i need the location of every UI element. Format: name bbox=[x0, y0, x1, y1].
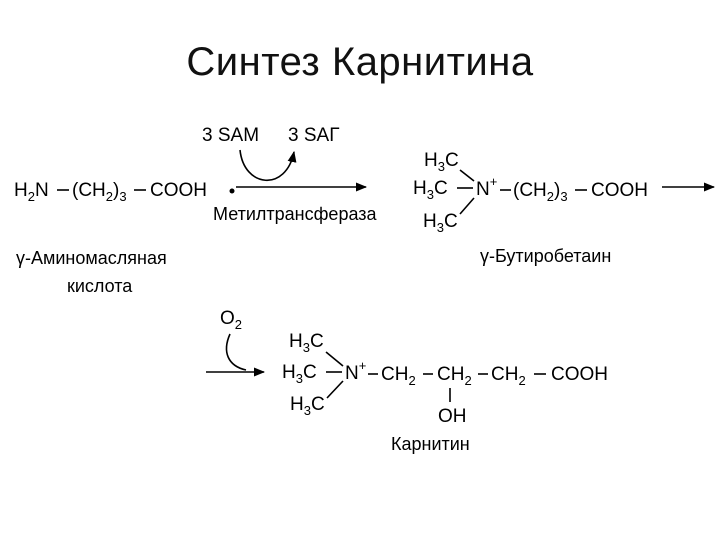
curved-arrow bbox=[239, 149, 297, 182]
reagent-sam: 3 SAM bbox=[202, 125, 259, 146]
svg-text:CH2: CH2 bbox=[437, 364, 472, 388]
reaction-arrow-1: 3 SAM 3 SAГ Метилтрансфераза bbox=[202, 125, 378, 224]
reaction-arrow-2: O2 bbox=[206, 308, 266, 377]
intermediate-name: γ-Бутиробетаин bbox=[480, 246, 611, 266]
svg-text:H3C: H3C bbox=[423, 211, 458, 235]
bond bbox=[459, 169, 475, 182]
svg-text:N+: N+ bbox=[345, 358, 366, 384]
svg-text:H2N: H2N bbox=[14, 180, 49, 204]
svg-text:(CH2)3: (CH2)3 bbox=[513, 180, 568, 204]
bond bbox=[326, 380, 344, 399]
reagent-sag: 3 SAГ bbox=[288, 125, 339, 146]
svg-text:H3C: H3C bbox=[289, 331, 324, 355]
substrate-name-line2: кислота bbox=[67, 276, 133, 296]
substrate-formula: H2N (CH2)3 COOH bbox=[14, 180, 207, 204]
svg-text:COOH: COOH bbox=[551, 364, 608, 385]
intermediate-formula: H3C H3C H3C N+ (CH2)3 COOH bbox=[413, 150, 648, 235]
enzyme-label: Метилтрансфераза bbox=[213, 204, 378, 224]
hydroxyl-group: OH bbox=[438, 406, 467, 427]
svg-text:H3C: H3C bbox=[282, 362, 317, 386]
product-name: Карнитин bbox=[391, 434, 470, 454]
arrow-tail-dot bbox=[229, 188, 235, 194]
svg-text:N+: N+ bbox=[476, 174, 497, 200]
bond bbox=[325, 351, 344, 367]
svg-text:(CH2)3: (CH2)3 bbox=[72, 180, 127, 204]
svg-text:H3C: H3C bbox=[424, 150, 459, 174]
svg-text:O2: O2 bbox=[220, 308, 242, 332]
bond bbox=[459, 197, 475, 215]
slide-title: Синтез Карнитина bbox=[186, 40, 534, 84]
curved-arrow bbox=[225, 333, 247, 371]
substrate-name: γ-Аминомасляная bbox=[16, 248, 167, 268]
svg-text:H3C: H3C bbox=[290, 394, 325, 418]
product-formula: H3C H3C H3C N+ CH2 CH2 OH CH2 COOH bbox=[282, 331, 608, 427]
svg-text:CH2: CH2 bbox=[381, 364, 416, 388]
svg-text:COOH: COOH bbox=[591, 180, 648, 201]
svg-text:COOH: COOH bbox=[150, 180, 207, 201]
svg-text:H3C: H3C bbox=[413, 178, 448, 202]
svg-text:CH2: CH2 bbox=[491, 364, 526, 388]
